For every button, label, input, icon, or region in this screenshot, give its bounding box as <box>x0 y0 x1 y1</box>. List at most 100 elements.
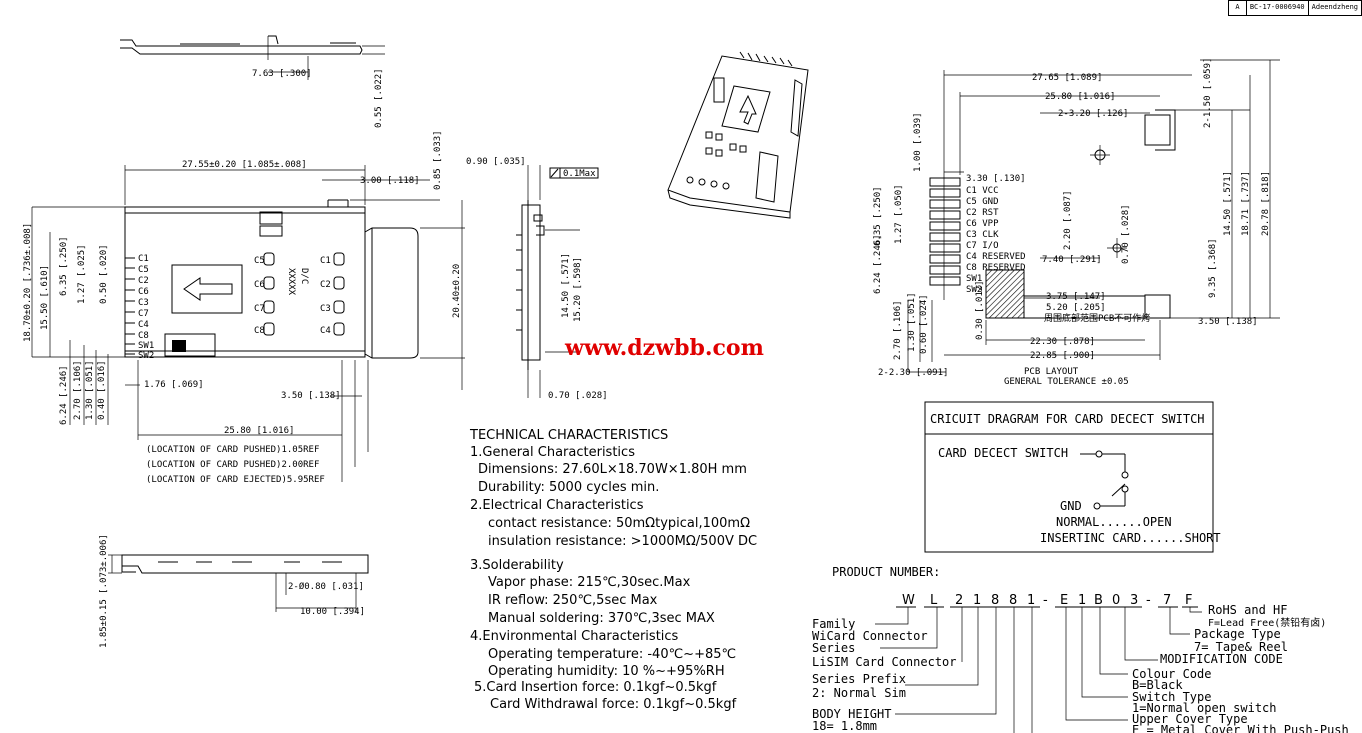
code-char: W <box>902 593 915 608</box>
pcb-dim-220: 2.20 [.087] <box>1063 190 1073 250</box>
dim-050: 0.50 [.020] <box>99 244 109 304</box>
tech-line: Vapor phase: 215℃,30sec.Max <box>488 575 691 590</box>
dim-055: 0.55 [.022] <box>374 68 384 128</box>
pin-label: C5 <box>138 265 149 275</box>
pin-label: C1 <box>138 254 149 264</box>
inserting-state: INSERTINC CARD......SHORT <box>1040 531 1221 545</box>
pcb-dim-127: 1.27 [.050] <box>894 184 904 244</box>
signal-label: C4 RESERVED <box>966 252 1026 262</box>
signal-label: C7 I/O <box>966 241 999 251</box>
product-label: Colour Code <box>1132 667 1211 681</box>
pcb-note: 周围底部范围PCB不可作烤 <box>1044 312 1150 324</box>
bottom-side-view: 2-Ø0.80 [.031] 10.00 [.394] 1.85±0.15 [.… <box>99 534 369 648</box>
code-char: 8 <box>1009 593 1017 608</box>
product-label: Series Prefix <box>812 672 906 686</box>
product-number: PRODUCT NUMBER: W L 2 1 8 8 1 - E 1 B 0 … <box>812 565 1349 733</box>
pcb-signals: C1 VCC C5 GND C2 RST C6 VPP C3 CLK C7 I/… <box>966 186 1026 295</box>
dim-2580: 25.80 [1.016] <box>224 426 294 436</box>
tech-line: 2.Electrical Characteristics <box>470 498 644 513</box>
tech-line: Operating temperature: -40℃~+85℃ <box>488 647 736 662</box>
chip-marking: XXXXX <box>286 268 296 296</box>
product-label: B=Black <box>1132 678 1183 692</box>
tech-line: Manual soldering: 370℃,3sec MAX <box>488 611 715 626</box>
dim-070: 0.70 [.028] <box>548 391 608 401</box>
pad-label: C4 <box>320 326 331 336</box>
product-label: LiSIM Card Connector <box>812 655 957 669</box>
pin-label: C7 <box>138 309 149 319</box>
circuit-diagram: CRICUIT DRAGRAM FOR CARD DECECT SWITCH C… <box>924 401 1221 553</box>
pcb-dim-2285: 22.85 [.900] <box>1030 351 1095 361</box>
normal-state: NORMAL......OPEN <box>1056 515 1172 529</box>
pin-label: SW1 <box>138 341 154 351</box>
pcb-tolerance: GENERAL TOLERANCE ±0.05 <box>1004 377 1129 387</box>
dim-130: 1.30 [.051] <box>85 360 95 420</box>
signal-label: C5 GND <box>966 197 999 207</box>
pcb-dim-350: 3.50 [.138] <box>1198 317 1258 327</box>
code-char: 1 <box>1027 593 1035 608</box>
product-label: MODIFICATION CODE <box>1160 652 1283 666</box>
tech-line: Card Withdrawal force: 0.1kgf~0.5kgf <box>490 697 737 712</box>
pcb-dim-2230: 22.30 [.878] <box>1030 337 1095 347</box>
tech-line: 4.Environmental Characteristics <box>470 629 679 644</box>
pcb-dim-030: 0.30 [.012] <box>975 280 985 340</box>
tech-line: 3.Solderability <box>470 558 564 573</box>
code-char: - <box>1043 593 1048 608</box>
pcb-dim-070: 0.70 [.028] <box>1121 204 1131 264</box>
pcb-pads <box>929 177 961 286</box>
pcb-dim-330: 3.30 [.130] <box>966 174 1026 184</box>
signal-label: C8 RESERVED <box>966 263 1026 273</box>
pin-leads: C1 C5 C2 C6 C3 C7 C4 C8 SW1 SW2 <box>125 254 154 361</box>
code-char: E <box>1060 593 1068 608</box>
signal-label: SW1 <box>966 274 982 284</box>
product-title: PRODUCT NUMBER: <box>832 565 940 579</box>
product-label: WiCard Connector <box>812 629 928 643</box>
product-label: BODY HEIGHT <box>812 707 891 721</box>
chip-marking: D/C <box>299 268 309 284</box>
main-top-view: C5 C6 C7 C8 C1 C2 C3 C4 XXXXX D/C C1 C5 … <box>23 130 465 485</box>
dim-090: 0.90 [.035] <box>466 157 526 167</box>
product-label: E = Metal Cover With Push-Push <box>1132 723 1349 733</box>
signal-label: SW2 <box>966 285 982 295</box>
pcb-dim-230: 2-2.30 [.091] <box>878 368 948 378</box>
pad-label: C7 <box>254 304 265 314</box>
pad-label: C6 <box>254 280 265 290</box>
loc-2: (LOCATION OF CARD PUSHED)2.00REF <box>146 460 319 470</box>
code-char: 1 <box>973 593 981 608</box>
code-char: 2 <box>955 593 963 608</box>
left-labels: Family WiCard Connector Series LiSIM Car… <box>812 617 957 733</box>
code-char: 3 <box>1130 593 1138 608</box>
dim-1000: 10.00 [.394] <box>300 607 365 617</box>
doc-number: BC-17-0006940 <box>1247 1 1309 15</box>
pin-label: C6 <box>138 287 149 297</box>
product-code: W L 2 1 8 8 1 - E 1 B 0 3 - 7 F <box>896 593 1198 608</box>
dim-350: 3.50 [.138] <box>281 391 341 401</box>
pcb-dim-060: 0.60 [.024] <box>919 294 929 354</box>
pcb-dim-375: 3.75 [.147] <box>1046 292 1106 302</box>
pin-label: SW2 <box>138 351 154 361</box>
pcb-dim-320: 2-3.20 [.126] <box>1058 109 1128 119</box>
pcb-dim-520: 5.20 [.205] <box>1046 303 1106 313</box>
tech-line: 1.General Characteristics <box>470 445 635 460</box>
signal-label: C1 VCC <box>966 186 999 196</box>
pin-label: C3 <box>138 298 149 308</box>
code-char: 1 <box>1078 593 1086 608</box>
dim-2040: 20.40±0.20 <box>452 264 462 318</box>
pad-label: C1 <box>320 256 331 266</box>
dim-176: 1.76 [.069] <box>144 380 204 390</box>
product-label: 1=Normal open switch <box>1132 701 1277 715</box>
pcb-dim-2765: 27.65 [1.089] <box>1032 73 1102 83</box>
dim-270: 2.70 [.106] <box>73 360 83 420</box>
dim-624: 6.24 [.246] <box>59 365 69 425</box>
dim-300: 3.00 [.118] <box>360 176 420 186</box>
pcb-dim-740: 7.40 [.291] <box>1042 255 1102 265</box>
dim-height: 18.70±0.20 [.736±.008] <box>23 223 33 342</box>
code-char: 0 <box>1112 593 1120 608</box>
gnd-label: GND <box>1060 499 1082 513</box>
tech-line: contact resistance: 50mΩtypical,100mΩ <box>488 516 750 531</box>
pcb-layout: 27.65 [1.089] 25.80 [1.016] 2-3.20 [.126… <box>873 58 1280 387</box>
code-char: L <box>930 593 938 608</box>
pin-label: C2 <box>138 276 149 286</box>
tech-line: 5.Card Insertion force: 0.1kgf~0.5kgf <box>474 680 717 695</box>
leader-lines <box>875 607 1202 733</box>
